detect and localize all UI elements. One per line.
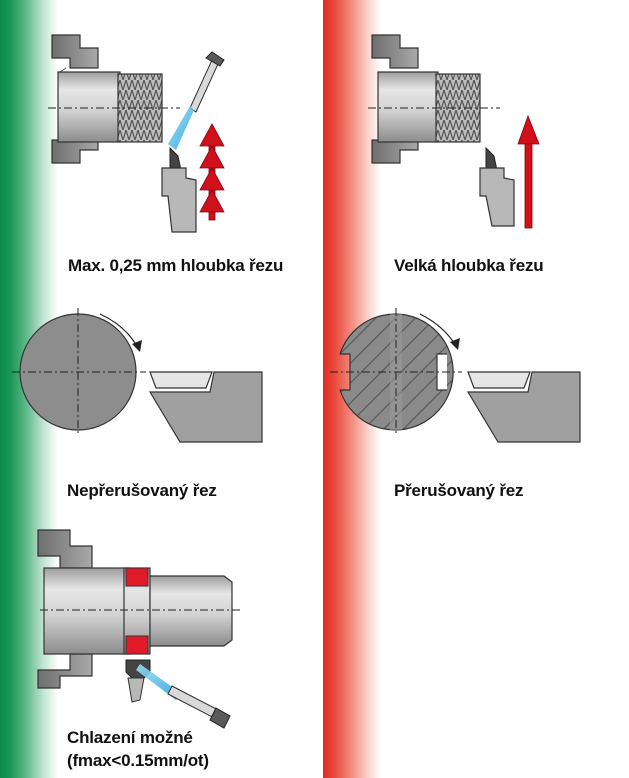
caption-coolant-line1: Chlazení možné: [67, 728, 193, 747]
top-left-illustration: [48, 34, 225, 233]
caption-coolant-line2: (fmax<0.15mm/ot): [67, 751, 209, 770]
feed-arrow-icon: [517, 114, 540, 229]
caption-continuous-cut: Nepřerušovaný řez: [67, 481, 217, 500]
cutting-tool-icon: [466, 371, 581, 443]
cutting-tool-icon: [479, 146, 515, 227]
caption-interrupted-cut: Přerušovaný řez: [394, 481, 524, 500]
cutting-tool-icon: [125, 659, 151, 703]
top-right-illustration: [368, 34, 540, 229]
mid-right-illustration: [330, 308, 581, 443]
caption-large-depth: Velká hloubka řezu: [394, 256, 544, 275]
mid-left-illustration: [12, 308, 263, 443]
cutting-tool-icon: [148, 371, 263, 443]
workpiece-icon: [43, 567, 233, 655]
bottom-left-illustration: [37, 529, 240, 729]
feed-arrow-icon: [199, 123, 225, 221]
caption-small-depth: Max. 0,25 mm hloubka řezu: [68, 256, 284, 275]
workpiece-icon: [377, 71, 481, 143]
coolant-nozzle-icon: [168, 51, 225, 150]
workpiece-icon: [57, 71, 163, 143]
coolant-nozzle-icon: [136, 664, 231, 729]
cutting-tool-icon: [161, 146, 197, 233]
